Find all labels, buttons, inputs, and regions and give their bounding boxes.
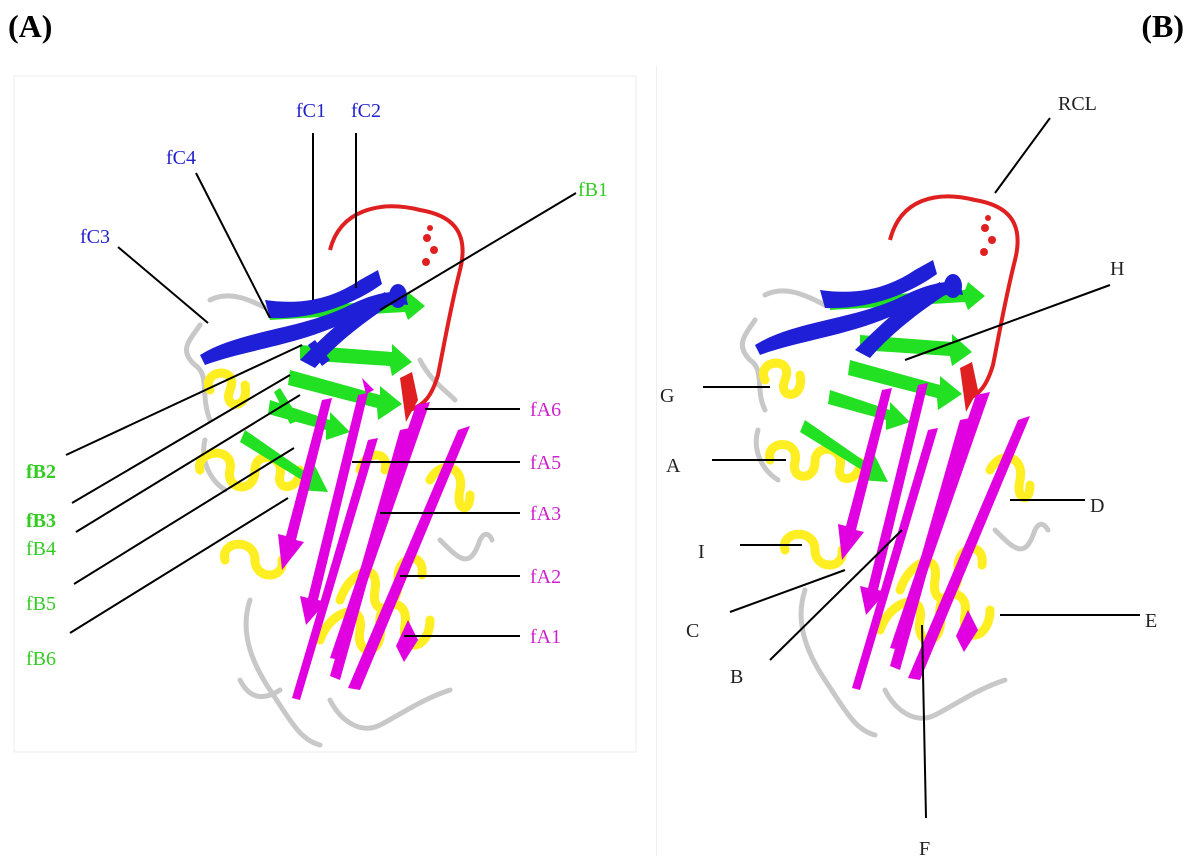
label-D: D [1090, 495, 1104, 517]
panel-b-frame [656, 66, 657, 856]
rcl-loop-a [328, 204, 465, 412]
label-RCL: RCL [1058, 93, 1097, 115]
label-fB5: fB5 [26, 593, 56, 615]
labels-b: RCL H G A D I C E B F [660, 93, 1157, 860]
rcl-sidechain-a [422, 225, 438, 266]
sheet-a-strands-a [278, 378, 470, 700]
protein-structure-b [739, 194, 1051, 738]
label-fB2: fB2 [26, 461, 56, 483]
leader-lines-b [703, 117, 1140, 819]
label-B: B [730, 666, 743, 688]
rcl-strand-b [960, 362, 978, 412]
panel-b-tag: (B) [1141, 8, 1184, 44]
label-fB3: fB3 [26, 510, 56, 532]
rcl-strand-a [400, 372, 418, 422]
sheet-c-strands-b [755, 260, 963, 358]
label-fC2: fC2 [351, 100, 381, 122]
panel-a-tag: (A) [8, 8, 53, 44]
label-fC3: fC3 [80, 226, 110, 248]
label-fA6: fA6 [530, 399, 561, 421]
label-fA2: fA2 [530, 566, 561, 588]
sheet-a-strands-b [838, 383, 1030, 690]
rcl-sidechain-b [980, 215, 996, 256]
label-H: H [1110, 258, 1124, 280]
label-fC1: fC1 [296, 100, 326, 122]
label-G: G [660, 385, 674, 407]
label-fA3: fA3 [530, 503, 561, 525]
sheet-c-strands-a [200, 270, 408, 368]
leader-lines-a [65, 133, 577, 637]
labels-a: fC1 fC2 fC4 fC3 fB1 fB2 fB3 fB4 fB5 fB6 … [26, 100, 608, 670]
label-E: E [1145, 610, 1157, 632]
label-fA5: fA5 [530, 452, 561, 474]
label-fA1: fA1 [530, 626, 561, 648]
label-C: C [686, 620, 699, 642]
rcl-loop-b [888, 194, 1020, 402]
protein-structure-a [184, 204, 495, 748]
loops-b [739, 288, 1051, 738]
label-F: F [919, 838, 930, 860]
label-fC4: fC4 [166, 147, 196, 169]
label-fB6: fB6 [26, 648, 56, 670]
label-fB4: fB4 [26, 538, 56, 560]
label-I: I [698, 541, 705, 563]
loops-a [184, 293, 495, 748]
label-A: A [666, 455, 681, 477]
label-fB1: fB1 [578, 179, 608, 201]
